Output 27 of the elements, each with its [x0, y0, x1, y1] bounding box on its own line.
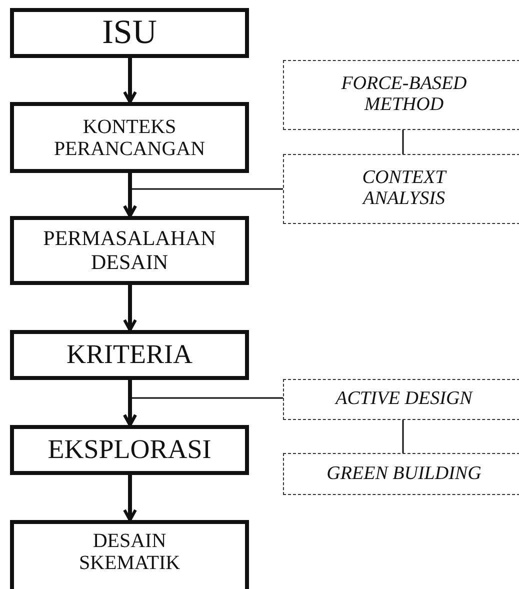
process-box [10, 8, 249, 58]
arrow [123, 285, 137, 332]
box-label: DESAIN SKEMATIK [78, 530, 182, 574]
box-label: ISU [102, 14, 157, 52]
process-box [10, 330, 249, 380]
process-box [10, 102, 249, 173]
process-box [10, 520, 249, 589]
connector-line [402, 420, 404, 453]
box-label: EKSPLORASI [48, 435, 212, 465]
box-label: FORCE-BASED METHOD [340, 74, 468, 116]
box-label: CONTEXT ANALYSIS [361, 168, 448, 210]
connector-line [402, 130, 404, 154]
box-label: ACTIVE DESIGN [336, 389, 472, 410]
process-box [10, 216, 249, 285]
process-box [10, 425, 249, 475]
box-label: PERMASALAHAN DESAIN [42, 227, 217, 274]
box-label: KRITERIA [66, 340, 192, 370]
arrow [123, 188, 283, 218]
box-label: KONTEKS PERANCANGAN [52, 116, 206, 160]
dashed-box [283, 154, 519, 224]
arrow [123, 397, 283, 426]
dashed-box [283, 379, 519, 420]
arrow [123, 475, 137, 522]
dashed-box [283, 453, 519, 495]
arrow [123, 58, 137, 104]
box-label: GREEN BUILDING [326, 464, 482, 484]
dashed-box [283, 60, 519, 130]
